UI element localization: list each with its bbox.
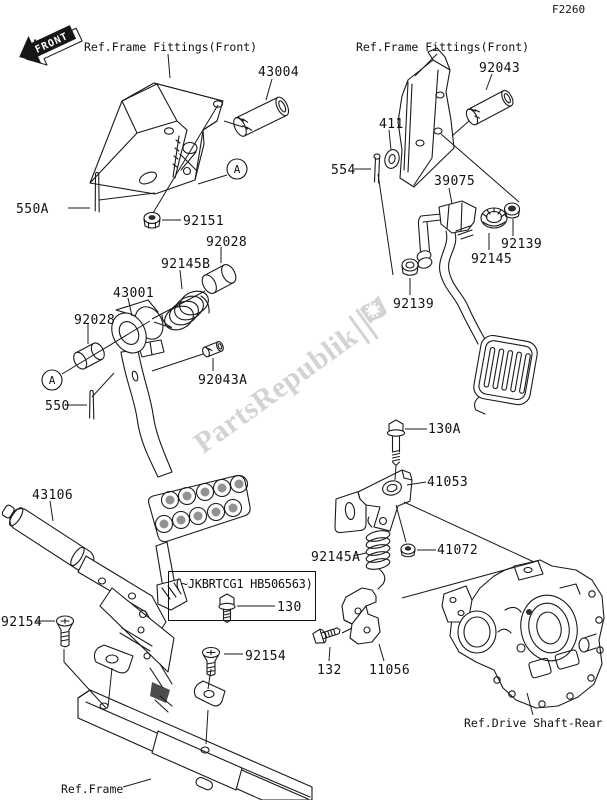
page-code: F2260: [552, 3, 586, 16]
nut-92139-left-drawing: [401, 258, 419, 276]
part-label-130: 130: [277, 600, 302, 615]
part-label-92028-left: 92028: [74, 313, 116, 328]
part-label-41053: 41053: [427, 475, 469, 490]
pivot-boss-43001-drawing: [111, 306, 164, 354]
part-label-130A: 130A: [428, 422, 461, 437]
part-label-39075: 39075: [434, 174, 476, 189]
part-label-92139-right: 92139: [501, 237, 543, 252]
part-label-92154-left: 92154: [1, 615, 43, 630]
pedal-43001-drawing: [111, 299, 251, 611]
svg-text:A: A: [49, 374, 56, 387]
part-label-92151: 92151: [183, 214, 225, 229]
part-label-92043: 92043: [479, 61, 521, 76]
screw-92154-right-drawing: [201, 646, 221, 677]
lever-43106-drawing: [1, 504, 226, 713]
nut-92151-drawing: [143, 211, 161, 229]
detail-marker-a-top: A: [226, 158, 248, 180]
pedal-39075-drawing: [401, 200, 538, 415]
bolt-130-drawing: [218, 593, 236, 624]
cap-92139-right-drawing: [503, 202, 521, 219]
collar-92145-drawing: [480, 207, 508, 229]
ref-frame: Ref.Frame: [61, 782, 124, 796]
pin-550A-drawing: [94, 171, 100, 213]
bracket-41053-drawing: [334, 469, 413, 534]
pin-550-drawing: [89, 389, 95, 420]
part-label-92145B: 92145B: [161, 257, 211, 272]
bracket-11056-drawing: [341, 587, 381, 645]
part-label-43001: 43001: [113, 286, 155, 301]
ref-frame-fittings-front-right: Ref.Frame Fittings(Front): [356, 40, 530, 54]
detail-marker-a-left: A: [41, 369, 63, 391]
bushing-92028-right-drawing: [201, 264, 237, 294]
frame-fitting-right-drawing: [397, 47, 455, 188]
pin-92043-drawing: [465, 89, 514, 126]
washer-411-drawing: [384, 149, 400, 169]
drive-shaft-housing-drawing: [441, 559, 605, 709]
part-label-550: 550: [45, 399, 70, 414]
part-label-11056: 11056: [369, 663, 411, 678]
bushing-39075-drawing: [416, 250, 433, 269]
part-label-554: 554: [331, 163, 356, 178]
leader-lines: [35, 53, 535, 788]
nut-41072-drawing: [400, 543, 416, 558]
part-label-92043A: 92043A: [198, 373, 248, 388]
bolt-132-drawing: [312, 627, 341, 644]
part-label-92154-right: 92154: [245, 649, 287, 664]
part-label-92139-left: 92139: [393, 297, 435, 312]
front-arrow-icon: FRONT: [19, 25, 83, 66]
part-label-132: 132: [317, 663, 342, 678]
pin-92043A-drawing: [202, 341, 224, 358]
frame-fitting-left-drawing: [89, 82, 224, 195]
pedal-pad-43001-drawing: [147, 474, 251, 543]
part-label-92145: 92145: [471, 252, 513, 267]
bolt-130A-drawing: [386, 419, 406, 467]
part-label-92028-right: 92028: [206, 235, 248, 250]
part-label-92145A: 92145A: [311, 550, 361, 565]
vin-range-text: (~JKBRTCG1 HB506563): [174, 577, 313, 591]
ref-drive-shaft-rear: Ref.Drive Shaft-Rear: [464, 716, 603, 730]
spring-92145A-drawing: [365, 516, 391, 590]
part-label-43004: 43004: [258, 65, 300, 80]
part-label-43106: 43106: [32, 488, 74, 503]
pedal-pad-39075-drawing: [473, 334, 538, 406]
screw-92154-left-drawing: [55, 615, 75, 648]
part-label-550A: 550A: [16, 202, 49, 217]
ref-frame-fittings-front-left: Ref.Frame Fittings(Front): [84, 40, 258, 54]
bushing-92028-left-drawing: [73, 342, 105, 370]
spring-92145B-drawing: [161, 290, 210, 331]
vin-range-box: [168, 571, 316, 621]
part-label-41072: 41072: [437, 543, 479, 558]
pin-43004-drawing: [233, 96, 290, 137]
svg-text:A: A: [234, 163, 241, 176]
part-label-411: 411: [379, 117, 404, 132]
